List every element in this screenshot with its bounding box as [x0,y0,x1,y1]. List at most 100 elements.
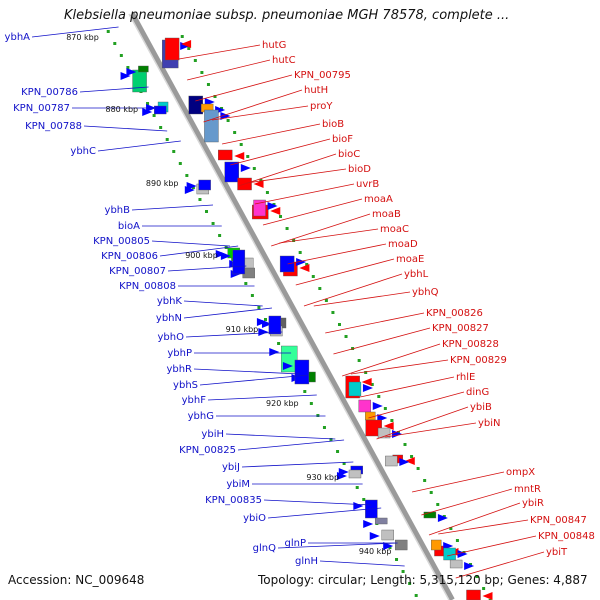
gene-label-hutg[interactable]: hutG [262,40,286,51]
gene-arrow[interactable] [220,252,231,260]
gene-label-ybhl[interactable]: ybhL [404,269,429,280]
gene-arrow[interactable] [457,550,468,558]
gene-label-moab[interactable]: moaB [372,209,401,220]
gene-label-kpn-00788[interactable]: KPN_00788 [25,121,82,132]
gene-label-proy[interactable]: proY [310,101,333,112]
gene-label-kpn-00805[interactable]: KPN_00805 [93,236,150,247]
gene-arrow[interactable] [404,457,415,465]
gene-label-kpn-00806[interactable]: KPN_00806 [101,251,158,262]
gene-block[interactable] [430,539,442,551]
gene-label-ybhn[interactable]: ybhN [156,313,182,324]
gene-label-rhle[interactable]: rhlE [456,372,475,383]
gene-label-kpn-00826[interactable]: KPN_00826 [426,308,483,319]
gene-arrow[interactable] [399,458,410,466]
gene-label-ybij[interactable]: ybiJ [222,462,240,473]
gene-label-ybha[interactable]: ybhA [5,32,31,43]
gene-label-ybhq[interactable]: ybhQ [412,287,439,298]
gene-arrow[interactable] [270,207,281,215]
gene-arrow[interactable] [392,430,403,438]
gene-block[interactable] [449,559,463,569]
gene-label-bioc[interactable]: bioC [338,149,360,160]
gene-arrow[interactable] [220,112,231,120]
gene-arrow[interactable] [299,264,310,272]
gene-label-ding[interactable]: dinG [466,387,489,398]
gene-label-biof[interactable]: bioF [332,134,353,145]
gene-arrow[interactable] [258,328,269,336]
gene-label-ybit[interactable]: ybiT [546,547,568,558]
gene-arrow[interactable] [256,318,267,326]
gene-label-biob[interactable]: bioB [322,119,344,130]
gene-block[interactable] [374,517,388,525]
gene-label-moac[interactable]: moaC [380,224,409,235]
gene-block[interactable] [218,149,233,161]
gene-label-ompx[interactable]: ompX [506,467,535,478]
gene-label-ybhp[interactable]: ybhP [167,348,192,359]
gene-block[interactable] [381,529,394,541]
gene-label-kpn-00827[interactable]: KPN_00827 [432,323,489,334]
gene-block[interactable] [268,315,282,335]
gene-arrow[interactable] [269,348,280,356]
gene-label-biod[interactable]: bioD [348,164,371,175]
gene-label-moad[interactable]: moaD [388,239,418,250]
gene-arrow[interactable] [296,258,307,266]
gene-label-ybhr[interactable]: ybhR [166,364,192,375]
gene-arrow[interactable] [253,180,264,188]
gene-block[interactable] [279,255,295,273]
gene-arrow[interactable] [383,422,394,430]
gene-label-mntr[interactable]: mntR [514,484,541,495]
gene-arrow[interactable] [181,40,192,48]
gene-block[interactable] [348,381,362,397]
gene-label-ybhg[interactable]: ybhG [188,411,214,422]
gene-block[interactable] [466,589,481,600]
gene-label-uvrb[interactable]: uvrB [356,179,379,190]
gene-block[interactable] [377,427,391,439]
gene-arrow[interactable] [120,72,131,80]
gene-label-ybir[interactable]: ybiR [522,498,544,509]
gene-arrow[interactable] [142,108,153,116]
gene-block[interactable] [154,105,167,115]
gene-label-kpn-00825[interactable]: KPN_00825 [179,445,236,456]
gene-block[interactable] [423,511,437,519]
gene-block[interactable] [348,469,362,479]
gene-label-glnp[interactable]: glnP [285,538,307,549]
gene-arrow[interactable] [372,402,383,410]
gene-label-ybho[interactable]: ybhO [158,332,185,343]
gene-label-huth[interactable]: hutH [304,85,328,96]
gene-label-kpn-00808[interactable]: KPN_00808 [119,281,176,292]
gene-arrow[interactable] [126,68,137,76]
gene-label-kpn-00795[interactable]: KPN_00795 [294,70,351,81]
gene-arrow[interactable] [234,152,245,160]
gene-label-ybhf[interactable]: ybhF [182,395,207,406]
gene-label-kpn-00828[interactable]: KPN_00828 [442,339,499,350]
gene-block[interactable] [394,539,408,551]
gene-label-ybin[interactable]: ybiN [478,418,501,429]
gene-block[interactable] [232,249,246,275]
gene-label-kpn-00787[interactable]: KPN_00787 [13,103,70,114]
gene-block[interactable] [138,65,149,73]
gene-arrow[interactable] [437,514,448,522]
gene-label-bioa[interactable]: bioA [118,221,140,232]
gene-label-kpn-00807[interactable]: KPN_00807 [109,266,166,277]
gene-arrow[interactable] [464,562,475,570]
gene-arrow[interactable] [363,520,374,528]
gene-block[interactable] [132,69,147,93]
gene-arrow[interactable] [361,378,372,386]
gene-arrow[interactable] [362,384,373,392]
gene-arrow[interactable] [282,362,293,370]
gene-label-ybhs[interactable]: ybhS [173,380,198,391]
gene-label-ybhb[interactable]: ybhB [105,205,131,216]
gene-label-hutc[interactable]: hutC [272,55,296,66]
gene-label-ybim[interactable]: ybiM [226,479,250,490]
gene-label-kpn-00829[interactable]: KPN_00829 [450,355,507,366]
gene-arrow[interactable] [482,592,493,600]
gene-label-ybih[interactable]: ybiH [201,429,224,440]
gene-block[interactable] [188,95,203,115]
gene-block[interactable] [224,161,240,183]
gene-block[interactable] [358,399,371,413]
gene-block[interactable] [365,411,376,421]
gene-label-kpn-00848[interactable]: KPN_00848 [538,531,595,542]
gene-label-ybib[interactable]: ybiB [470,402,492,413]
gene-block[interactable] [198,179,211,191]
gene-label-kpn-00835[interactable]: KPN_00835 [205,495,262,506]
